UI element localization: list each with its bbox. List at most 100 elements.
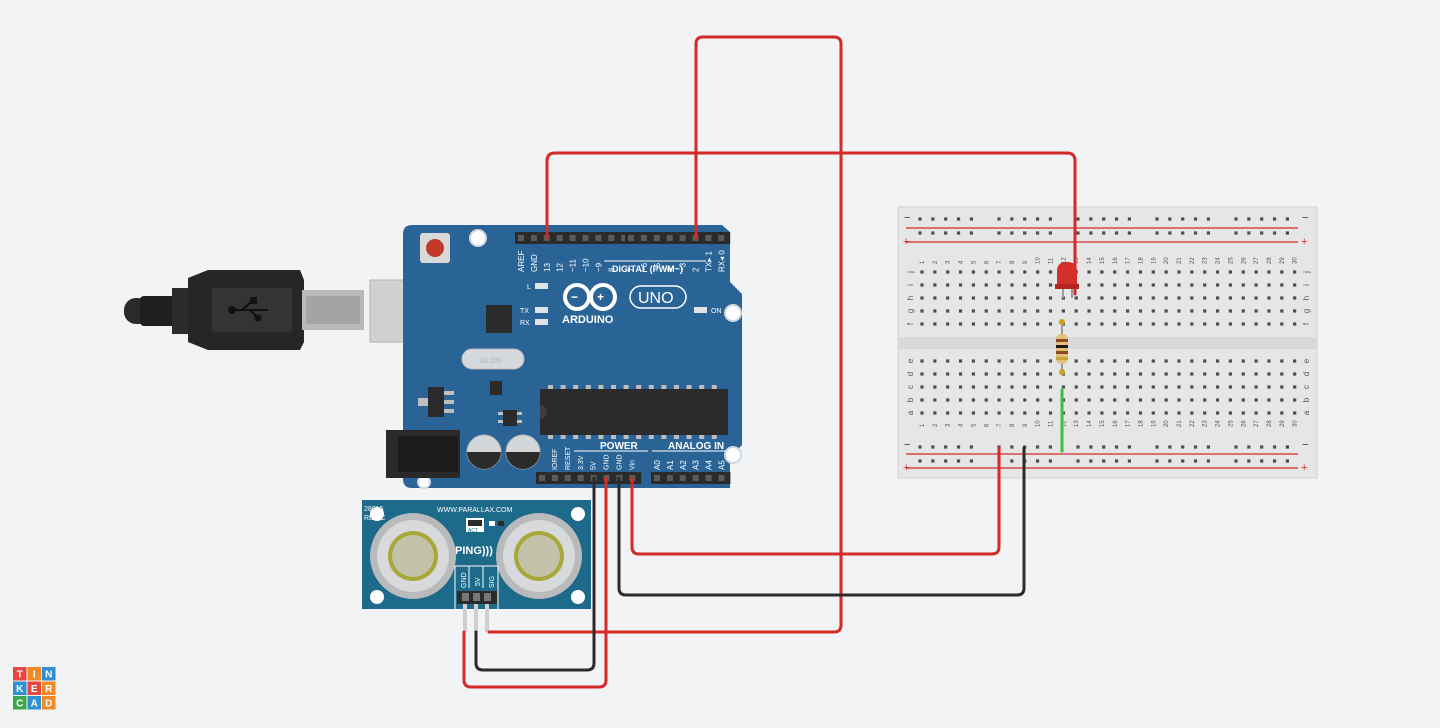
analog-pin[interactable] xyxy=(718,475,725,481)
arduino-infinity-logo xyxy=(563,283,617,311)
analog-pin[interactable] xyxy=(654,475,660,481)
pin-label: 13 xyxy=(543,263,552,272)
small-transistor xyxy=(490,381,502,395)
power-pin[interactable] xyxy=(564,475,571,481)
ping-part-number: 28015 xyxy=(364,506,384,513)
power-pin[interactable] xyxy=(551,475,558,481)
pin-label: ~5 xyxy=(653,262,662,272)
row-label: i xyxy=(1302,284,1311,286)
ultrasonic-receiver xyxy=(496,513,582,599)
row-label: i xyxy=(906,284,915,286)
logo-letter: D xyxy=(45,699,52,710)
column-label: 6 xyxy=(984,260,990,264)
capacitor-2 xyxy=(505,434,541,470)
analog-pin[interactable] xyxy=(705,475,712,481)
digital-pin[interactable] xyxy=(653,235,660,241)
pin-label: 2 xyxy=(692,267,701,272)
analog-pin[interactable] xyxy=(679,475,686,481)
pin-label: 3.3V xyxy=(578,455,585,470)
ping-website: WWW.PARALLAX.COM xyxy=(437,507,512,514)
rail-plus-bottom-right: + xyxy=(1301,462,1307,474)
wire-pin2-to-sig[interactable] xyxy=(487,35,843,634)
capacitor-1 xyxy=(466,434,502,470)
column-label: 14 xyxy=(1087,420,1093,427)
reset-button[interactable] xyxy=(420,233,450,263)
analog-pin[interactable] xyxy=(666,475,673,481)
digital-pin[interactable] xyxy=(518,235,524,241)
column-label: 12 xyxy=(1061,257,1067,264)
pin-label: 7 xyxy=(627,267,636,272)
digital-pin[interactable] xyxy=(679,235,686,241)
pin-label: Vin xyxy=(629,460,636,470)
column-label: 25 xyxy=(1228,420,1234,427)
pin-label: 4 xyxy=(666,267,675,272)
row-label: j xyxy=(906,271,915,274)
column-label: 15 xyxy=(1100,257,1106,264)
wire-gnd-to-ping[interactable] xyxy=(474,476,596,672)
wires[interactable] xyxy=(462,35,1077,689)
rail-plus-bottom-left: + xyxy=(903,462,909,474)
row-label: b xyxy=(1302,397,1311,402)
column-label: 17 xyxy=(1126,257,1132,264)
column-label: 27 xyxy=(1254,257,1260,264)
digital-pin[interactable] xyxy=(608,235,615,241)
voltage-regulator xyxy=(418,387,454,417)
ping-pin-header[interactable] xyxy=(457,591,497,632)
row-label: d xyxy=(1302,372,1311,376)
logo-letter: T xyxy=(17,670,23,681)
wire-gnd-to-rail[interactable] xyxy=(617,446,1026,597)
column-label: 2 xyxy=(933,423,939,427)
digital-pin[interactable] xyxy=(705,235,712,241)
red-led[interactable] xyxy=(1055,262,1079,298)
digital-pin[interactable] xyxy=(569,235,576,241)
power-pin[interactable] xyxy=(539,475,545,481)
power-header[interactable] xyxy=(536,472,642,484)
column-label: 11 xyxy=(1049,420,1055,427)
wire-vin-to-rail[interactable] xyxy=(630,446,1001,556)
digital-pin[interactable] xyxy=(666,235,673,241)
analog-pin[interactable] xyxy=(692,475,699,481)
analog-header[interactable] xyxy=(651,472,731,484)
digital-pin[interactable] xyxy=(595,235,602,241)
ping-pin-sig-label: SIG xyxy=(489,576,496,588)
rail-minus-top-right: − xyxy=(1302,212,1308,224)
row-label: c xyxy=(906,385,915,389)
pin-label: A5 xyxy=(718,460,727,470)
pin-label: ~9 xyxy=(594,262,603,272)
digital-pin[interactable] xyxy=(628,235,634,241)
digital-pin[interactable] xyxy=(556,235,563,241)
pin-label: ~10 xyxy=(582,258,591,272)
column-label: 18 xyxy=(1138,257,1144,264)
ping-ultrasonic-sensor[interactable]: 28015 REV C WWW.PARALLAX.COM ACT PING)))… xyxy=(362,500,591,632)
digital-pin[interactable] xyxy=(718,235,725,241)
row-label: g xyxy=(906,309,915,313)
digital-header-right[interactable] xyxy=(625,232,731,244)
column-label: 5 xyxy=(971,423,977,427)
led-on-label: ON xyxy=(711,308,722,315)
led-l-label: L xyxy=(527,284,531,291)
logo-letter: I xyxy=(33,670,36,681)
pin-label: TX▸ 1 xyxy=(704,251,713,272)
rail-plus-top-left: + xyxy=(903,236,909,248)
usb-symbol-icon xyxy=(228,297,268,322)
wire-pin13-to-led[interactable] xyxy=(545,151,1077,296)
resistor[interactable] xyxy=(1056,319,1068,375)
pin-label: GND xyxy=(530,254,539,272)
dc-power-jack[interactable] xyxy=(386,430,460,478)
pin-label: ~3 xyxy=(679,262,688,272)
digital-pin[interactable] xyxy=(582,235,589,241)
wire-5v-to-ping[interactable] xyxy=(462,476,608,689)
digital-pin[interactable] xyxy=(640,235,647,241)
breadboard[interactable]: − + − + − + − + 112233445566778899101011… xyxy=(897,206,1318,479)
pin-label: GND xyxy=(617,454,624,470)
row-label: h xyxy=(1302,296,1311,300)
column-label: 5 xyxy=(971,260,977,264)
digital-pin[interactable] xyxy=(530,235,537,241)
power-pin[interactable] xyxy=(577,475,584,481)
column-label: 30 xyxy=(1293,420,1299,427)
digital-pin[interactable] xyxy=(621,235,628,241)
